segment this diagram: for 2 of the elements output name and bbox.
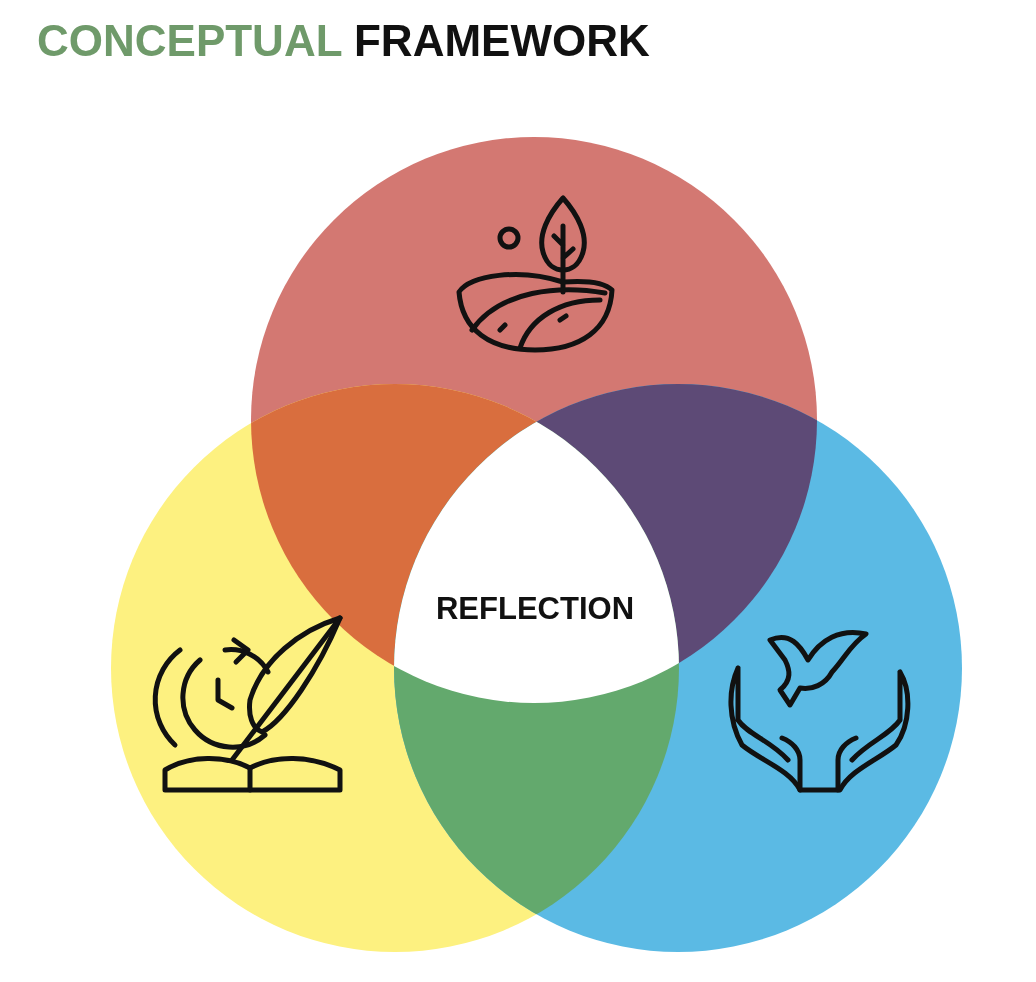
title: CONCEPTUAL FRAMEWORK bbox=[37, 16, 650, 66]
region-label: REFLECTION bbox=[435, 591, 635, 627]
